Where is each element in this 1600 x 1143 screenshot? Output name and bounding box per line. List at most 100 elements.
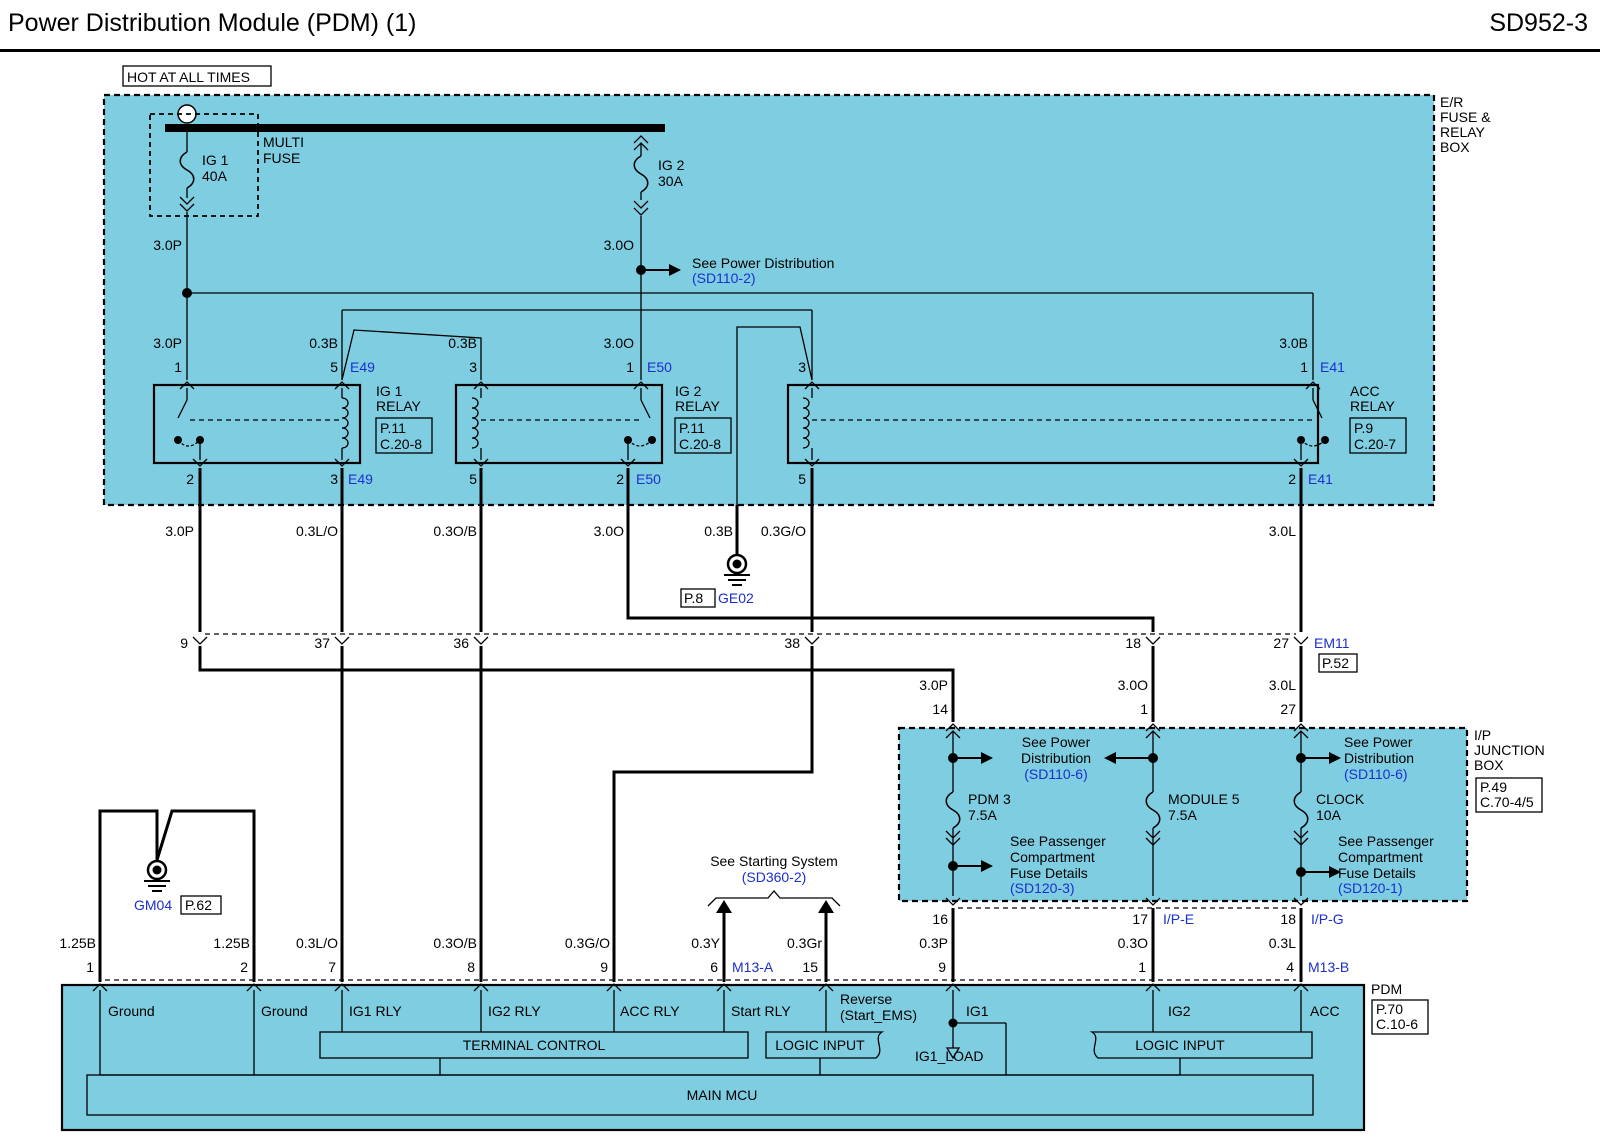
ig2-relay-conn: C.20-8 (679, 436, 721, 452)
hot-label: HOT AT ALL TIMES (127, 69, 250, 85)
acc-relay: 3 1 E41 5 2 E41 ACC RELAY P.9 C.20-7 (786, 359, 1407, 487)
svg-text:Compartment: Compartment (1010, 849, 1095, 865)
gm04-page: P.62 (185, 897, 212, 913)
svg-text:(SD110-6): (SD110-6) (1344, 766, 1408, 782)
pdm-signal-start-ems: (Start_EMS) (840, 1007, 917, 1023)
svg-text:RELAY: RELAY (1440, 124, 1486, 140)
wire-0-3go: 0.3G/O (761, 523, 806, 539)
ig2-relay-pin-1: 1 (626, 359, 634, 375)
svg-text:(SD120-1): (SD120-1) (1338, 880, 1403, 896)
multi-fuse-label: MULTI (263, 134, 304, 150)
see-passenger-2: See Passenger Compartment Fuse Details (… (1338, 833, 1434, 896)
pdm-signal-acc-rly: ACC RLY (620, 1003, 680, 1019)
acc-relay-pin-5: 5 (798, 471, 806, 487)
svg-text:See Power: See Power (1344, 734, 1413, 750)
em11-pin-38: 38 (784, 635, 800, 651)
svg-text:I/P: I/P (1474, 727, 1491, 743)
acc-relay-name-2: RELAY (1350, 398, 1396, 414)
ig2-relay-page: P.11 (679, 420, 705, 436)
pdm-signal-ig2-rly: IG2 RLY (488, 1003, 541, 1019)
pdm-signal-acc: ACC (1310, 1003, 1340, 1019)
acc-relay-pin-2: 2 (1288, 471, 1296, 487)
acc-relay-name: ACC (1350, 383, 1380, 399)
pdm-pin-1b: 1 (1138, 959, 1146, 975)
see-starting-system: See Starting System (SD360-2) (710, 853, 838, 885)
svg-text:Fuse Details: Fuse Details (1338, 865, 1416, 881)
pdm-wire-3: 0.3L/O (296, 935, 338, 951)
ip-out-pin-16: 16 (932, 911, 948, 927)
svg-text:See Passenger: See Passenger (1338, 833, 1434, 849)
ip-out-pin-17: 17 (1132, 911, 1148, 927)
svg-text:Distribution: Distribution (1344, 750, 1414, 766)
wire-ig1-out-label: 3.0P (153, 237, 182, 253)
wire-3-0p: 3.0P (165, 523, 194, 539)
acc-relay-pin-1: 1 (1300, 359, 1308, 375)
svg-text:(SD360-2): (SD360-2) (742, 869, 807, 885)
ig1-relay-name: IG 1 (376, 383, 403, 399)
pdm-pin-2: 2 (240, 959, 248, 975)
ip-input-pin-14: 14 (932, 701, 948, 717)
logic-input-label-2: LOGIC INPUT (1135, 1037, 1225, 1053)
pdm-name: PDM (1371, 981, 1402, 997)
wire-0-3lo: 0.3L/O (296, 523, 338, 539)
see-power-dist-1: See Power Distribution (SD110-6) (1021, 734, 1091, 782)
ig1-relay-conn: C.20-8 (380, 436, 422, 452)
ig1-relay-pin-3: 3 (330, 471, 338, 487)
em11-page: P.52 (1322, 655, 1349, 671)
ig2-relay-top-conn: E50 (647, 359, 672, 375)
svg-text:(SD120-3): (SD120-3) (1010, 880, 1075, 896)
pdm-signal-ig1-rly: IG1 RLY (349, 1003, 402, 1019)
ig1-relay-pin-1: 1 (174, 359, 182, 375)
ig1-fuse-name: IG 1 (202, 152, 229, 168)
ig1-relay-page: P.11 (380, 420, 406, 436)
ig1-relay-pin-2: 2 (186, 471, 194, 487)
ge02-ground-icon (722, 553, 752, 587)
svg-text:Fuse Details: Fuse Details (1010, 865, 1088, 881)
pdm-pin-8: 8 (467, 959, 475, 975)
pdm-signal-reverse: Reverse (840, 991, 892, 1007)
ip-input-pin-27: 27 (1280, 701, 1296, 717)
svg-text:E/R: E/R (1440, 94, 1463, 110)
svg-text:(SD110-6): (SD110-6) (1024, 766, 1088, 782)
svg-text:BOX: BOX (1440, 139, 1470, 155)
svg-text:BOX: BOX (1474, 757, 1504, 773)
ip-input-wire-1: 3.0P (919, 677, 948, 693)
ig2-relay: 3 1 E50 5 2 E50 IG 2 RELAY P.11 C.20-8 (454, 359, 732, 487)
pdm-signal-ground-2: Ground (261, 1003, 308, 1019)
svg-text:See Passenger: See Passenger (1010, 833, 1106, 849)
wire-3-0l: 3.0L (1269, 523, 1296, 539)
ig1-relay-bottom-conn: E49 (348, 471, 373, 487)
pdm-pin-15: 15 (802, 959, 818, 975)
em11-pin-9: 9 (180, 635, 188, 651)
pdm-conn: C.10-6 (1376, 1016, 1418, 1032)
pdm-pin-7: 7 (328, 959, 336, 975)
em11-name: EM11 (1314, 635, 1350, 651)
ip-box-name: I/P JUNCTION BOX (1474, 727, 1545, 773)
em11-pin-18: 18 (1125, 635, 1141, 651)
clock-fuse-name: CLOCK (1316, 791, 1365, 807)
er-box-name: E/R FUSE & RELAY BOX (1440, 94, 1491, 155)
ip-out-conn-e: I/P-E (1163, 911, 1194, 927)
ig1-relay: 1 5 E49 2 3 E49 IG 1 RELAY P.11 C.20-8 (152, 359, 433, 487)
ip-box-conn: C.70-4/5 (1480, 794, 1534, 810)
pdm-signal-start-rly: Start RLY (731, 1003, 791, 1019)
ig2-relay-pin-5: 5 (469, 471, 477, 487)
ig2-fuse-name: IG 2 (658, 157, 685, 173)
em11-pin-36: 36 (453, 635, 469, 651)
pdm3-fuse-name: PDM 3 (968, 791, 1011, 807)
pdm-pin-6: 6 (710, 959, 718, 975)
module5-fuse-name: MODULE 5 (1168, 791, 1240, 807)
ge02-page: P.8 (684, 590, 703, 606)
main-mcu-block (86, 1074, 1314, 1116)
svg-text:See Power: See Power (1022, 734, 1091, 750)
logic-input-block-1 (765, 1031, 885, 1059)
hot-label-box (122, 65, 272, 87)
ip-junction-box (897, 726, 1469, 903)
ig2-relay-pin-2: 2 (616, 471, 624, 487)
main-mcu-label: MAIN MCU (687, 1087, 758, 1103)
see-power-dist-2: See Power Distribution (SD110-6) (1344, 734, 1414, 782)
pdm-signal-ig1: IG1 (966, 1003, 989, 1019)
pdm-wire-7: 0.3Gr (787, 935, 822, 951)
